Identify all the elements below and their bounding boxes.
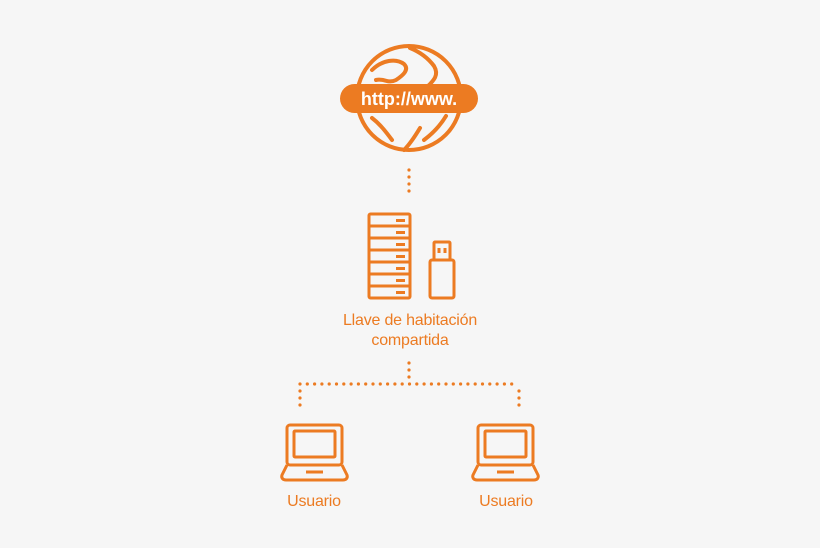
connector-branch-horizontal <box>298 382 514 386</box>
branch-dot <box>386 382 390 386</box>
user-label-left: Usuario <box>287 493 341 510</box>
laptop-icon <box>471 423 540 482</box>
branch-dot <box>313 382 317 386</box>
branch-dot <box>415 382 419 386</box>
connector-server-branch <box>407 361 411 379</box>
connector-globe-server <box>407 168 411 193</box>
shared-room-key-label-line2: compartida <box>371 332 449 349</box>
branch-dot <box>444 382 448 386</box>
shared-room-key-label-line1: Llave de habitación <box>342 312 478 329</box>
branch-dot <box>364 382 368 386</box>
branch-dot <box>298 382 302 386</box>
branch-dot <box>495 382 499 386</box>
branch-dot <box>510 382 514 386</box>
branch-dot <box>451 382 455 386</box>
branch-dot <box>371 382 375 386</box>
branch-dot <box>437 382 441 386</box>
branch-dot <box>400 382 404 386</box>
branch-dot <box>334 382 339 386</box>
user-label-right: Usuario <box>479 493 533 510</box>
laptop-icon <box>280 423 349 482</box>
branch-dot <box>342 382 346 386</box>
connector-branch-left <box>298 389 302 407</box>
server-slot-markers <box>396 219 405 294</box>
branch-dot <box>305 382 309 386</box>
shared-room-key-label: Llave de habitación compartida <box>310 311 510 351</box>
branch-dot <box>378 382 382 386</box>
branch-dot <box>502 382 506 386</box>
url-text: http://www. <box>361 89 457 109</box>
branch-dot <box>356 382 360 386</box>
branch-dot <box>327 382 331 386</box>
branch-dot <box>422 382 426 386</box>
branch-dot <box>429 382 433 386</box>
branch-dot <box>349 382 353 386</box>
branch-dot <box>473 382 477 386</box>
branch-dot <box>480 382 485 386</box>
branch-dot <box>459 382 463 386</box>
branch-dot <box>320 382 324 386</box>
branch-dot <box>393 382 397 386</box>
usb-key-icon <box>428 240 456 300</box>
connector-branch-right <box>517 389 521 407</box>
branch-dot <box>488 382 492 386</box>
server-rack-icon <box>367 212 412 300</box>
branch-dot <box>466 382 470 386</box>
url-pill: http://www. <box>340 84 478 113</box>
branch-dot <box>407 382 412 386</box>
